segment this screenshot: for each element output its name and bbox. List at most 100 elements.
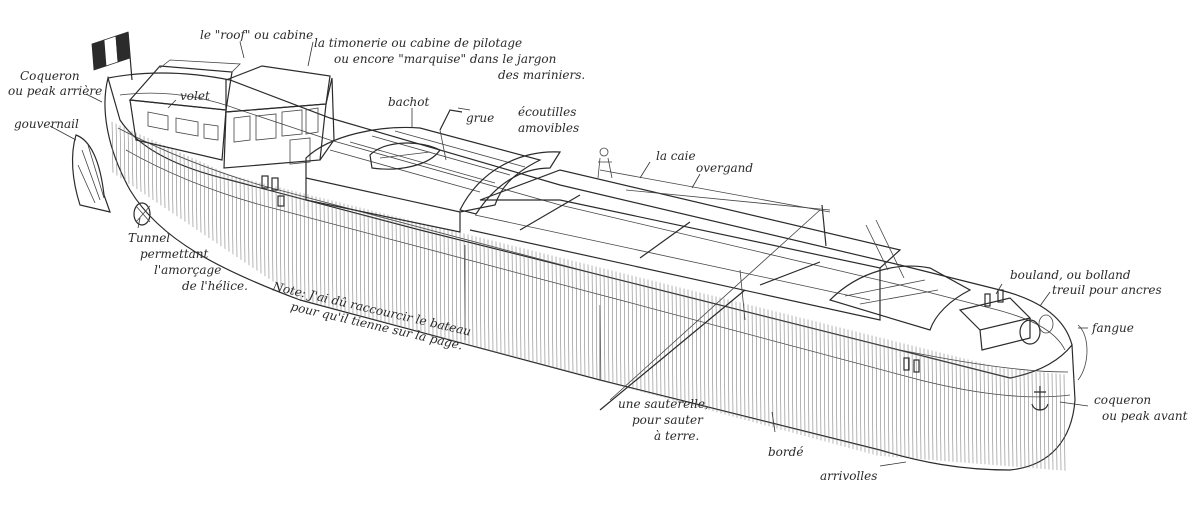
hull-plank-line — [507, 244, 510, 357]
hull-plank-line — [491, 240, 494, 352]
hull-plank-line — [939, 352, 942, 461]
hull-plank-line — [439, 227, 442, 338]
hull-plank-line — [167, 146, 170, 211]
hull-plank-line — [303, 193, 306, 302]
label-sauterelle-line1: une sauterelle, — [618, 397, 709, 411]
hull-plank-line — [215, 168, 218, 244]
hull-plank-line — [559, 257, 562, 371]
hull-plank-line — [199, 161, 202, 233]
label-roof: le "roof" ou cabine — [200, 28, 313, 42]
hull-plank-line — [819, 322, 822, 441]
hull-plank-line — [231, 175, 234, 255]
aft-bollards — [261, 175, 285, 207]
hull-plank-line — [179, 152, 182, 219]
label-overgand: overgand — [696, 161, 753, 175]
hull-plank-line — [155, 141, 158, 203]
hull-plank-line — [947, 354, 950, 462]
hull-plank-line — [1015, 369, 1018, 467]
hull-plank-line — [747, 304, 750, 421]
hull-plank-line — [807, 319, 810, 438]
hull-plank-line — [239, 177, 242, 260]
hull-plank-line — [963, 358, 966, 463]
hull-plank-line — [455, 231, 458, 343]
hull-plank-line — [959, 357, 962, 463]
label-timonerie-line3: des mariniers. — [498, 68, 585, 82]
hull-plank-line — [1003, 368, 1006, 466]
hatch-covers — [305, 109, 562, 233]
hull-plank-line — [127, 128, 130, 184]
hull-plank-line — [319, 197, 322, 306]
hull-plank-line — [191, 157, 194, 228]
hull-plank-line — [627, 274, 630, 389]
hull-plank-line — [175, 150, 178, 217]
label-ecoutilles-line2: amovibles — [518, 121, 579, 135]
hull-plank-line — [1011, 369, 1014, 467]
hull-plank-line — [815, 321, 818, 440]
hull-plank-line — [411, 220, 414, 331]
hull-plank-line — [499, 242, 502, 355]
hull-plank-line — [639, 277, 642, 392]
hull-plank-line — [691, 290, 694, 406]
hull-plank-line — [163, 145, 166, 209]
hull-plank-line — [295, 191, 298, 298]
hull-plank-line — [355, 206, 358, 316]
hull-plank-line — [875, 336, 878, 456]
hull-plank-line — [423, 223, 426, 334]
hull-plank-line — [435, 226, 438, 337]
hull-plank-line — [827, 324, 830, 443]
hull-plank-line — [567, 259, 570, 373]
hull-plank-line — [743, 303, 746, 420]
hull-plank-line — [619, 272, 622, 387]
label-timonerie-line1: la timonerie ou cabine de pilotage — [314, 36, 522, 50]
hull-plank-line — [187, 155, 190, 225]
hull-plank-line — [571, 260, 574, 374]
hull-plank-line — [383, 213, 386, 323]
label-tunnel-line1: Tunnel — [128, 231, 170, 245]
hull-plank-line — [927, 349, 930, 460]
hull-plank-line — [1027, 370, 1030, 468]
hull-plank-line — [227, 173, 230, 252]
hull-plank-line — [427, 224, 430, 335]
hull-plank-line — [843, 328, 846, 447]
hull-plank-line — [1043, 372, 1046, 470]
label-coqueron-arriere-line2: ou peak arrière — [8, 84, 102, 98]
hull-plank-line — [775, 311, 778, 429]
hull-plank-line — [975, 361, 978, 464]
hull-plank-line — [515, 246, 518, 359]
hull-plank-line — [935, 351, 938, 461]
label-sauterelle-line2: pour sauter — [632, 413, 704, 427]
hull-plank-line — [799, 317, 802, 436]
hull-plank-line — [539, 252, 542, 365]
label-arrivolles: arrivolles — [820, 469, 877, 483]
hull-plank-line — [851, 330, 854, 450]
hull-plank-line — [1051, 373, 1054, 470]
hull-plank-line — [855, 331, 858, 451]
hull-plank-line — [523, 248, 526, 361]
hull-plank-line — [731, 300, 734, 417]
aft-cabin — [128, 59, 241, 161]
label-coqueron-arriere-line1: Coqueron — [20, 69, 80, 83]
hull-plank-line — [1059, 373, 1062, 471]
hull-plank-line — [675, 286, 678, 402]
hull-plank-line — [715, 296, 718, 413]
hull-plank-line — [395, 216, 398, 326]
label-grue: grue — [466, 111, 494, 125]
hull-plank-line — [463, 233, 466, 345]
hull-plank-line — [583, 263, 586, 377]
label-treuil: treuil pour ancres — [1052, 283, 1162, 297]
hull-plank-line — [823, 323, 826, 442]
hull-plank-line — [575, 261, 578, 375]
hull-plank-line — [599, 267, 602, 382]
hull-plank-line — [371, 210, 374, 320]
hull-plank-line — [655, 281, 658, 397]
hull-plank-line — [387, 214, 390, 324]
hull-plank-line — [331, 200, 334, 309]
hull-plank-line — [863, 333, 866, 453]
label-bouland: bouland, ou bolland — [1010, 268, 1131, 282]
hull-plank-line — [1055, 373, 1058, 471]
hull-plank-line — [359, 207, 362, 317]
hull-plank-line — [995, 366, 998, 466]
hull-plank-line — [883, 338, 886, 457]
hull-plank-line — [839, 327, 842, 446]
